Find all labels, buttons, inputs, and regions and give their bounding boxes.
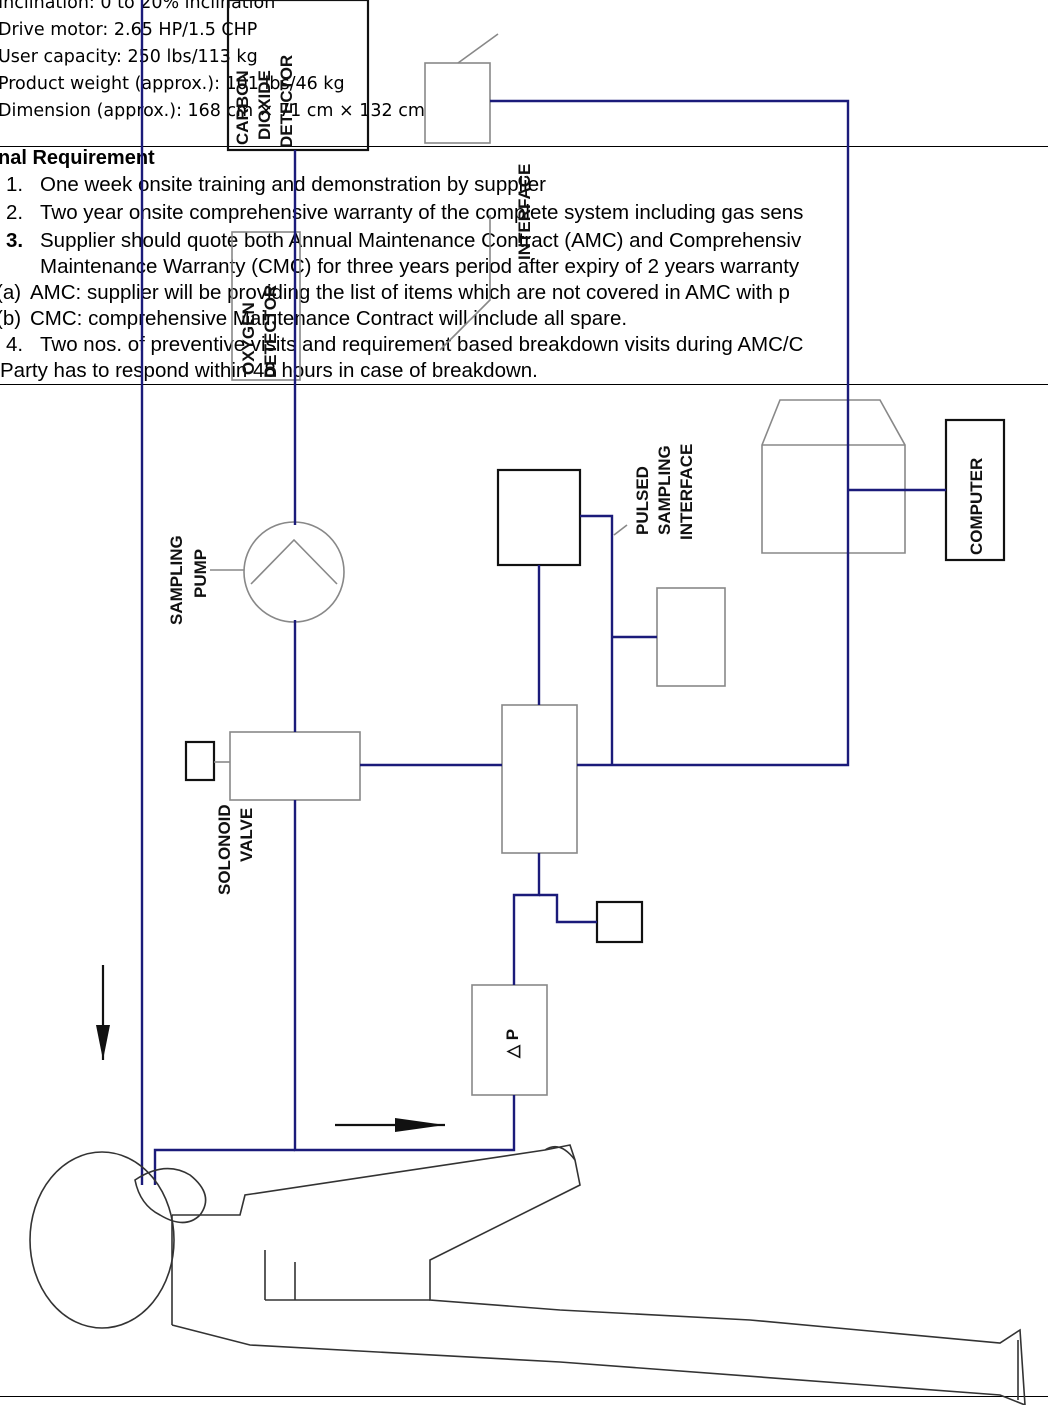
spec-list: Inclination: 0 to 20% inclination Drive … [0, 0, 425, 125]
pulsed-interface-aux-block [656, 587, 726, 687]
table-rule-bottom [0, 384, 1048, 385]
patient-arm [264, 1250, 430, 1301]
interface-outline [439, 215, 491, 351]
pulsed-label-2: SAMPLING [655, 445, 674, 535]
co2-detector-label-1: CARBON [233, 70, 252, 145]
spec-drive-motor: Drive motor: 2.65 HP/1.5 CHP [0, 20, 258, 40]
patient-hand [544, 1145, 576, 1161]
spec-user-capacity: User capacity: 250 lbs/113 kg [0, 47, 258, 67]
interface-label: INTERFACE [515, 164, 534, 260]
solenoid-valve-label-2: VALVE [237, 808, 256, 862]
delta-p-label: △ P [503, 1029, 522, 1059]
sampling-pump-chevron [250, 538, 338, 585]
pulsed-label-3: INTERFACE [677, 444, 696, 540]
computer-monitor [761, 399, 906, 554]
pipe-mask [153, 1148, 295, 1185]
spec-product-weight: Product weight (approx.): 101 lbs/46 kg [0, 74, 345, 94]
requirement-text: Two nos. of preventive visits and requir… [40, 333, 804, 356]
spec-inclination: Inclination: 0 to 20% inclination [0, 0, 276, 13]
patient-head [29, 1151, 175, 1329]
co2-detector-label-2: DIOXIDE [255, 70, 274, 140]
pipe-pulsed [580, 514, 614, 765]
requirement-text: Two year onsite comprehensive warranty o… [40, 201, 804, 224]
pulsed-leader [613, 524, 628, 536]
requirement-number: (a) [0, 281, 22, 304]
requirement-number: 3. [6, 229, 24, 252]
page-rule-bottom [0, 1396, 1048, 1397]
co2-detector-label-3: DETECTOR [277, 55, 296, 148]
sampling-pump-label-1: SAMPLING [167, 535, 186, 625]
pipe-junction-deltap [512, 853, 541, 985]
table-rule-top [0, 146, 1048, 147]
pipe-valve-patient [293, 800, 516, 1152]
requirement-text: Supplier should quote both Annual Mainte… [40, 229, 802, 252]
solenoid-valve-block [229, 731, 361, 801]
solenoid-coil [184, 740, 216, 782]
delta-p-block [471, 984, 548, 1096]
requirement-number: 2. [6, 201, 24, 224]
junction-block [501, 704, 578, 854]
section-title: nal Requirement [0, 147, 155, 169]
computer-label: COMPUTER [967, 458, 986, 555]
co2-detector-block [226, 0, 370, 152]
pipe-computer-loop [490, 99, 850, 767]
sampling-pump-label-2: PUMP [191, 549, 210, 598]
pulsed-interface-block [496, 468, 582, 567]
patient-body [171, 1144, 1026, 1405]
oxygen-detector-label-2: DETECTOR [261, 285, 280, 378]
requirement-text: AMC: supplier will be providing the list… [30, 281, 790, 304]
requirement-text: Maintenance Warranty (CMC) for three yea… [40, 255, 800, 278]
arrow-right-icon [395, 1118, 445, 1132]
requirement-text: Party has to respond within 48 hours in … [0, 359, 538, 382]
arrow-down-icon [96, 1025, 110, 1060]
pipe-small-box [539, 893, 597, 924]
requirement-number: 1. [6, 173, 24, 196]
oxygen-detector-label-1: OXYGEN [239, 302, 258, 375]
solenoid-valve-label-1: SOLONOID [215, 804, 234, 895]
small-sensor-box [595, 900, 644, 944]
interface-leader [457, 33, 499, 64]
spec-dimension: Dimension (approx.): 168 cm × 71 cm × 13… [0, 101, 425, 121]
requirement-text: One week onsite training and demonstrati… [40, 173, 546, 196]
sampling-pump-circle [243, 521, 345, 623]
oxygen-detector-block [231, 231, 301, 381]
patient-figure [29, 1144, 1026, 1405]
requirement-number: 4. [6, 333, 24, 356]
pulsed-label-1: PULSED [633, 466, 652, 535]
interface-block [424, 62, 491, 144]
requirement-number: (b) [0, 307, 22, 330]
